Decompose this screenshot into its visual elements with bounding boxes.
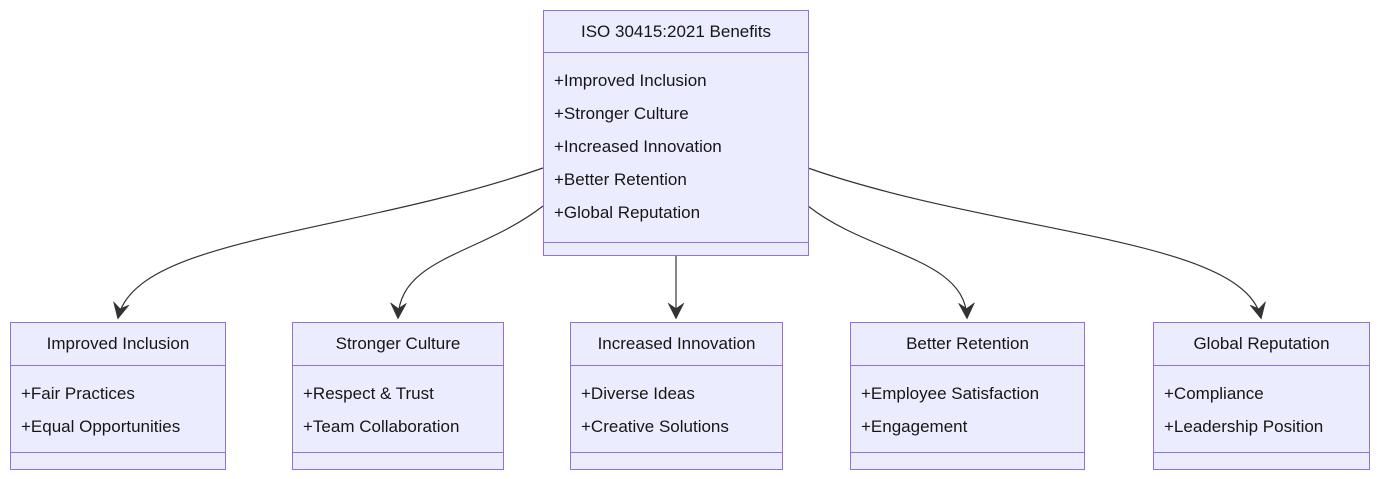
node-methods-empty [851, 452, 1084, 469]
node-attributes: +Compliance +Leadership Position [1154, 366, 1369, 452]
edge-root-to-global-reputation [807, 167, 1266, 320]
attribute-item: +Fair Practices [21, 384, 135, 403]
edge-root-to-improved-inclusion [113, 167, 544, 320]
edge-root-to-better-retention [807, 205, 975, 320]
edge-root-to-stronger-culture [390, 205, 544, 320]
node-methods-empty [293, 452, 503, 469]
class-node-improved-inclusion: Improved Inclusion +Fair Practices +Equa… [10, 322, 226, 470]
attribute-item: +Diverse Ideas [581, 384, 695, 403]
node-attributes: +Respect & Trust +Team Collaboration [293, 366, 503, 452]
node-title: Improved Inclusion [11, 323, 225, 366]
node-attributes: +Diverse Ideas +Creative Solutions [571, 366, 782, 452]
node-title: ISO 30415:2021 Benefits [544, 11, 808, 53]
class-node-better-retention: Better Retention +Employee Satisfaction … [850, 322, 1085, 470]
node-attributes: +Improved Inclusion +Stronger Culture +I… [544, 53, 808, 242]
class-node-global-reputation: Global Reputation +Compliance +Leadershi… [1153, 322, 1370, 470]
class-node-increased-innovation: Increased Innovation +Diverse Ideas +Cre… [570, 322, 783, 470]
attribute-item: +Creative Solutions [581, 417, 729, 436]
class-node-stronger-culture: Stronger Culture +Respect & Trust +Team … [292, 322, 504, 470]
node-attributes: +Fair Practices +Equal Opportunities [11, 366, 225, 452]
node-methods-empty [11, 452, 225, 469]
attribute-item: +Compliance [1164, 384, 1264, 403]
node-methods-empty [544, 242, 808, 255]
attribute-item: +Improved Inclusion [554, 71, 707, 90]
attribute-item: +Stronger Culture [554, 104, 689, 123]
attribute-item: +Employee Satisfaction [861, 384, 1040, 403]
attribute-item: +Leadership Position [1164, 417, 1324, 436]
node-methods-empty [571, 452, 782, 469]
attribute-item: +Equal Opportunities [21, 417, 181, 436]
attribute-item: +Team Collaboration [303, 417, 460, 436]
node-title: Stronger Culture [293, 323, 503, 366]
node-title: Increased Innovation [571, 323, 782, 366]
node-attributes: +Employee Satisfaction +Engagement [851, 366, 1084, 452]
attribute-item: +Better Retention [554, 170, 687, 189]
attribute-item: +Global Reputation [554, 203, 701, 222]
node-methods-empty [1154, 452, 1369, 469]
attribute-item: +Increased Innovation [554, 137, 722, 156]
attribute-item: +Engagement [861, 417, 968, 436]
node-title: Better Retention [851, 323, 1084, 366]
node-title: Global Reputation [1154, 323, 1369, 366]
class-node-root: ISO 30415:2021 Benefits +Improved Inclus… [543, 10, 809, 256]
attribute-item: +Respect & Trust [303, 384, 434, 403]
